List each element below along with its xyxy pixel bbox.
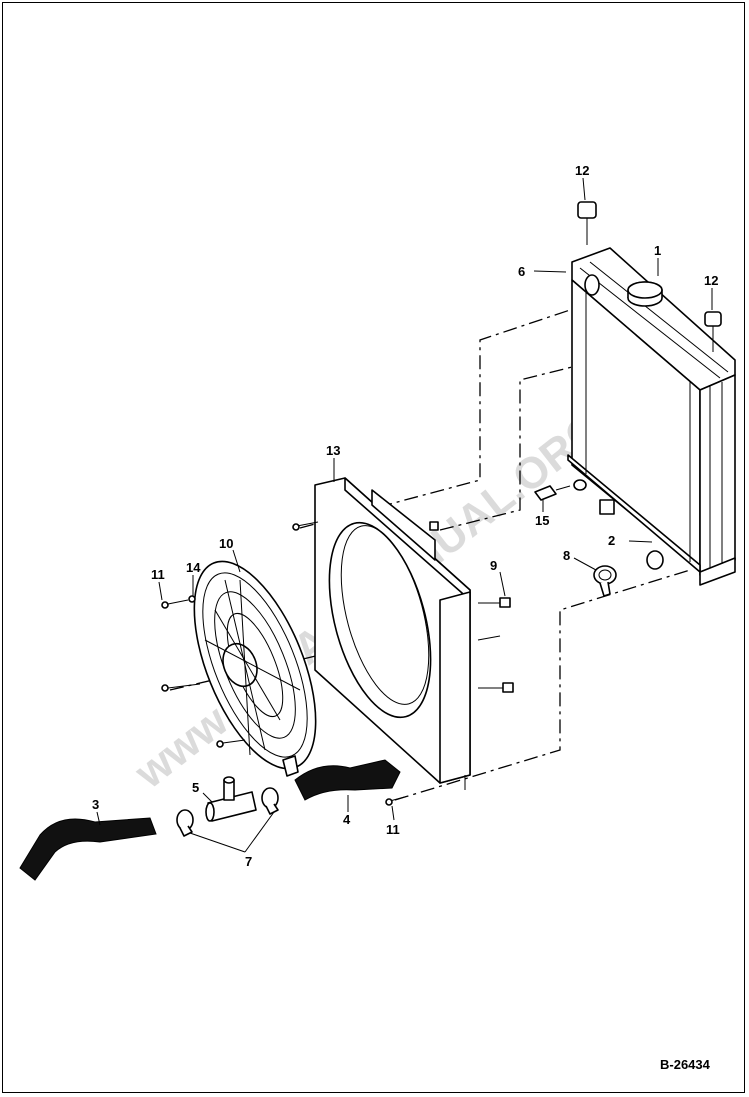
callout-labels: 1 2 3 4 5 6 7 8 9 10 11 11 12 12 13 14 1… (92, 163, 718, 869)
callout-1: 1 (654, 243, 661, 258)
callout-7: 7 (245, 854, 252, 869)
callout-11-bottom: 11 (386, 822, 400, 837)
temperature-sensor (534, 485, 571, 501)
hose-clamp-radiator (593, 565, 617, 597)
lower-radiator-hose (19, 817, 157, 881)
callout-2: 2 (608, 533, 615, 548)
shroud-screw-top (292, 521, 319, 531)
electric-fan (193, 560, 317, 777)
fan-shroud (314, 477, 471, 790)
radiator (567, 247, 736, 586)
callout-4: 4 (343, 812, 351, 827)
upper-radiator-hose (294, 759, 401, 801)
callout-11-left: 11 (151, 567, 165, 582)
callout-9: 9 (490, 558, 497, 573)
callout-5: 5 (192, 780, 199, 795)
callout-leaders (96, 177, 713, 853)
callout-3: 3 (92, 797, 99, 812)
callout-14: 14 (186, 560, 201, 575)
fan-mount-bolts (161, 595, 246, 748)
callout-12-right: 12 (704, 273, 718, 288)
figure-id: B-26434 (660, 1057, 711, 1072)
frame-bolt-bottom (385, 795, 409, 806)
callout-10: 10 (219, 536, 233, 551)
callout-13: 13 (326, 443, 340, 458)
callout-8: 8 (563, 548, 570, 563)
callout-15: 15 (535, 513, 549, 528)
shroud-nuts (477, 597, 514, 693)
rubber-mount-right (704, 311, 722, 352)
callout-12-top: 12 (575, 163, 589, 178)
callout-6: 6 (518, 264, 525, 279)
tee-fitting (205, 776, 257, 822)
hose-clamps (176, 787, 279, 837)
rubber-mount-top (577, 201, 597, 245)
